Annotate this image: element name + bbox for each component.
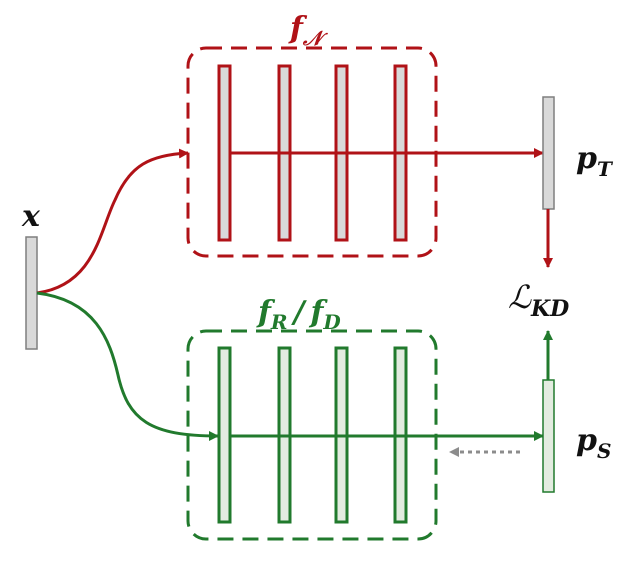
teacher-network: f𝒩 (186, 11, 544, 258)
teacher-output-label: pT (576, 141, 614, 181)
student-output: pS (542, 330, 611, 493)
student-output-label: pS (576, 423, 611, 463)
input-bar (25, 236, 38, 350)
kd-loss-label: ℒKD (508, 278, 569, 322)
student-output-bar (542, 379, 555, 493)
student-layer (217, 346, 232, 524)
student-network-label: fR/fD (256, 295, 341, 334)
student-network: fR/fD (186, 295, 544, 541)
student-branch-curve (36, 291, 219, 441)
input-node: x (21, 199, 41, 350)
teacher-output-bar (542, 96, 555, 210)
teacher-output: pT (542, 96, 614, 268)
teacher-layer (217, 64, 232, 242)
teacher-branch-curve (36, 148, 189, 295)
input-label: x (21, 199, 41, 234)
teacher-network-label: f𝒩 (288, 11, 329, 50)
